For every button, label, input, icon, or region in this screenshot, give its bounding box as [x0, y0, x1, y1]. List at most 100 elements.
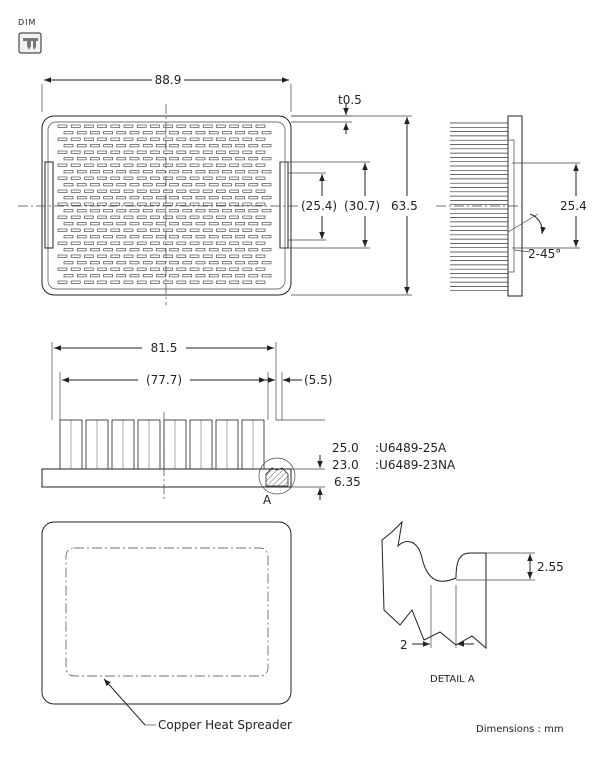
- fin-slot: [103, 261, 113, 265]
- fin-slot: [70, 176, 81, 180]
- fin-slot: [208, 222, 219, 226]
- fin-slot: [156, 144, 166, 148]
- variant-2-height: 23.0: [332, 458, 359, 472]
- fin-slot: [97, 280, 107, 284]
- fin-slot: [123, 215, 134, 219]
- fin-slot: [150, 267, 160, 271]
- thickness-label: t0.5: [338, 93, 362, 107]
- fin-slot: [169, 261, 179, 265]
- fin-slot: [84, 267, 94, 271]
- fin-slot: [255, 280, 266, 284]
- fin-slot: [156, 235, 166, 239]
- dim-badge: DIM: [18, 18, 42, 54]
- variant-1-height: 25.0: [332, 441, 359, 455]
- fin-slot: [70, 163, 81, 167]
- fin-slot: [84, 215, 94, 219]
- fin-slot: [97, 176, 107, 180]
- fin-slot: [90, 261, 100, 265]
- fin-slot: [255, 150, 266, 154]
- fin-slot: [97, 150, 107, 154]
- fin-slot: [195, 248, 206, 252]
- fin-slot: [229, 280, 239, 284]
- fin-slot: [84, 176, 94, 180]
- fin-slot: [110, 280, 121, 284]
- fin-slot: [195, 131, 206, 135]
- fin-slot: [136, 228, 147, 232]
- fin-slot: [123, 124, 134, 128]
- fin-slot: [222, 235, 232, 239]
- fin-slot: [123, 228, 134, 232]
- fin-slot: [103, 183, 113, 187]
- fin-slot: [189, 189, 200, 193]
- fin-slot: [163, 150, 173, 154]
- fin-slot: [156, 196, 166, 200]
- fin-slot: [216, 124, 226, 128]
- fin-slot: [97, 228, 107, 232]
- fin-slot: [208, 261, 219, 265]
- fin-slot: [90, 170, 100, 174]
- top-width-label: 88.9: [155, 73, 182, 87]
- fin-slot: [182, 274, 193, 278]
- fin-slot: [150, 124, 160, 128]
- fin-slot: [261, 248, 272, 252]
- fin-slot: [235, 170, 245, 174]
- fin-slot: [169, 196, 179, 200]
- fin-slot: [229, 241, 239, 245]
- fin-slot: [123, 254, 134, 258]
- fin-slot: [136, 202, 147, 206]
- fin-slot: [255, 189, 266, 193]
- fin-slot: [235, 235, 245, 239]
- fin-slot: [129, 274, 140, 278]
- fin-slot: [202, 137, 213, 141]
- fin-slot: [150, 254, 160, 258]
- fin-slot: [235, 131, 245, 135]
- fin-slot: [229, 267, 239, 271]
- fin-slot: [195, 235, 206, 239]
- fin-slot: [123, 150, 134, 154]
- fin-slot: [176, 176, 187, 180]
- fin-slot: [129, 222, 140, 226]
- fin-slot: [84, 137, 94, 141]
- fin-slot: [63, 183, 74, 187]
- base-height-label: 6.35: [334, 475, 361, 489]
- fin-slot: [195, 274, 206, 278]
- fin-slot: [242, 137, 253, 141]
- fin-slot: [261, 170, 272, 174]
- fin-slot: [103, 144, 113, 148]
- fin-slot: [248, 235, 259, 239]
- side-fin-lines: [450, 122, 508, 292]
- fin-slot: [216, 150, 226, 154]
- fin-slot: [235, 209, 245, 213]
- fin-slot: [202, 150, 213, 154]
- fin-slot: [163, 215, 173, 219]
- fin-slot: [195, 196, 206, 200]
- fin-slot: [208, 183, 219, 187]
- fin-slot: [235, 274, 245, 278]
- fin-slot: [261, 222, 272, 226]
- fin-slot: [142, 131, 153, 135]
- fin-slot: [123, 163, 134, 167]
- fin-slot: [163, 124, 173, 128]
- detail-depth-label: 2.55: [537, 560, 564, 574]
- fin-slot: [189, 150, 200, 154]
- fin-slot: [70, 215, 81, 219]
- fin-slot: [150, 202, 160, 206]
- fin-slot: [176, 202, 187, 206]
- base-width-label: 81.5: [151, 341, 178, 355]
- fin-slot: [90, 196, 100, 200]
- fin-slot: [123, 280, 134, 284]
- fin-slot: [182, 248, 193, 252]
- fin-slot: [142, 183, 153, 187]
- fin-slot: [76, 274, 87, 278]
- fin-slot: [163, 254, 173, 258]
- fin-slot: [76, 235, 87, 239]
- fin-slot: [182, 157, 193, 161]
- fin-slot: [57, 163, 68, 167]
- fin-slot: [129, 144, 140, 148]
- copper-spreader-outline: [65, 547, 269, 677]
- fin-slot: [229, 124, 239, 128]
- fin-slot: [216, 163, 226, 167]
- fin-slot: [63, 248, 74, 252]
- fin-slot: [70, 124, 81, 128]
- fin-slot: [57, 241, 68, 245]
